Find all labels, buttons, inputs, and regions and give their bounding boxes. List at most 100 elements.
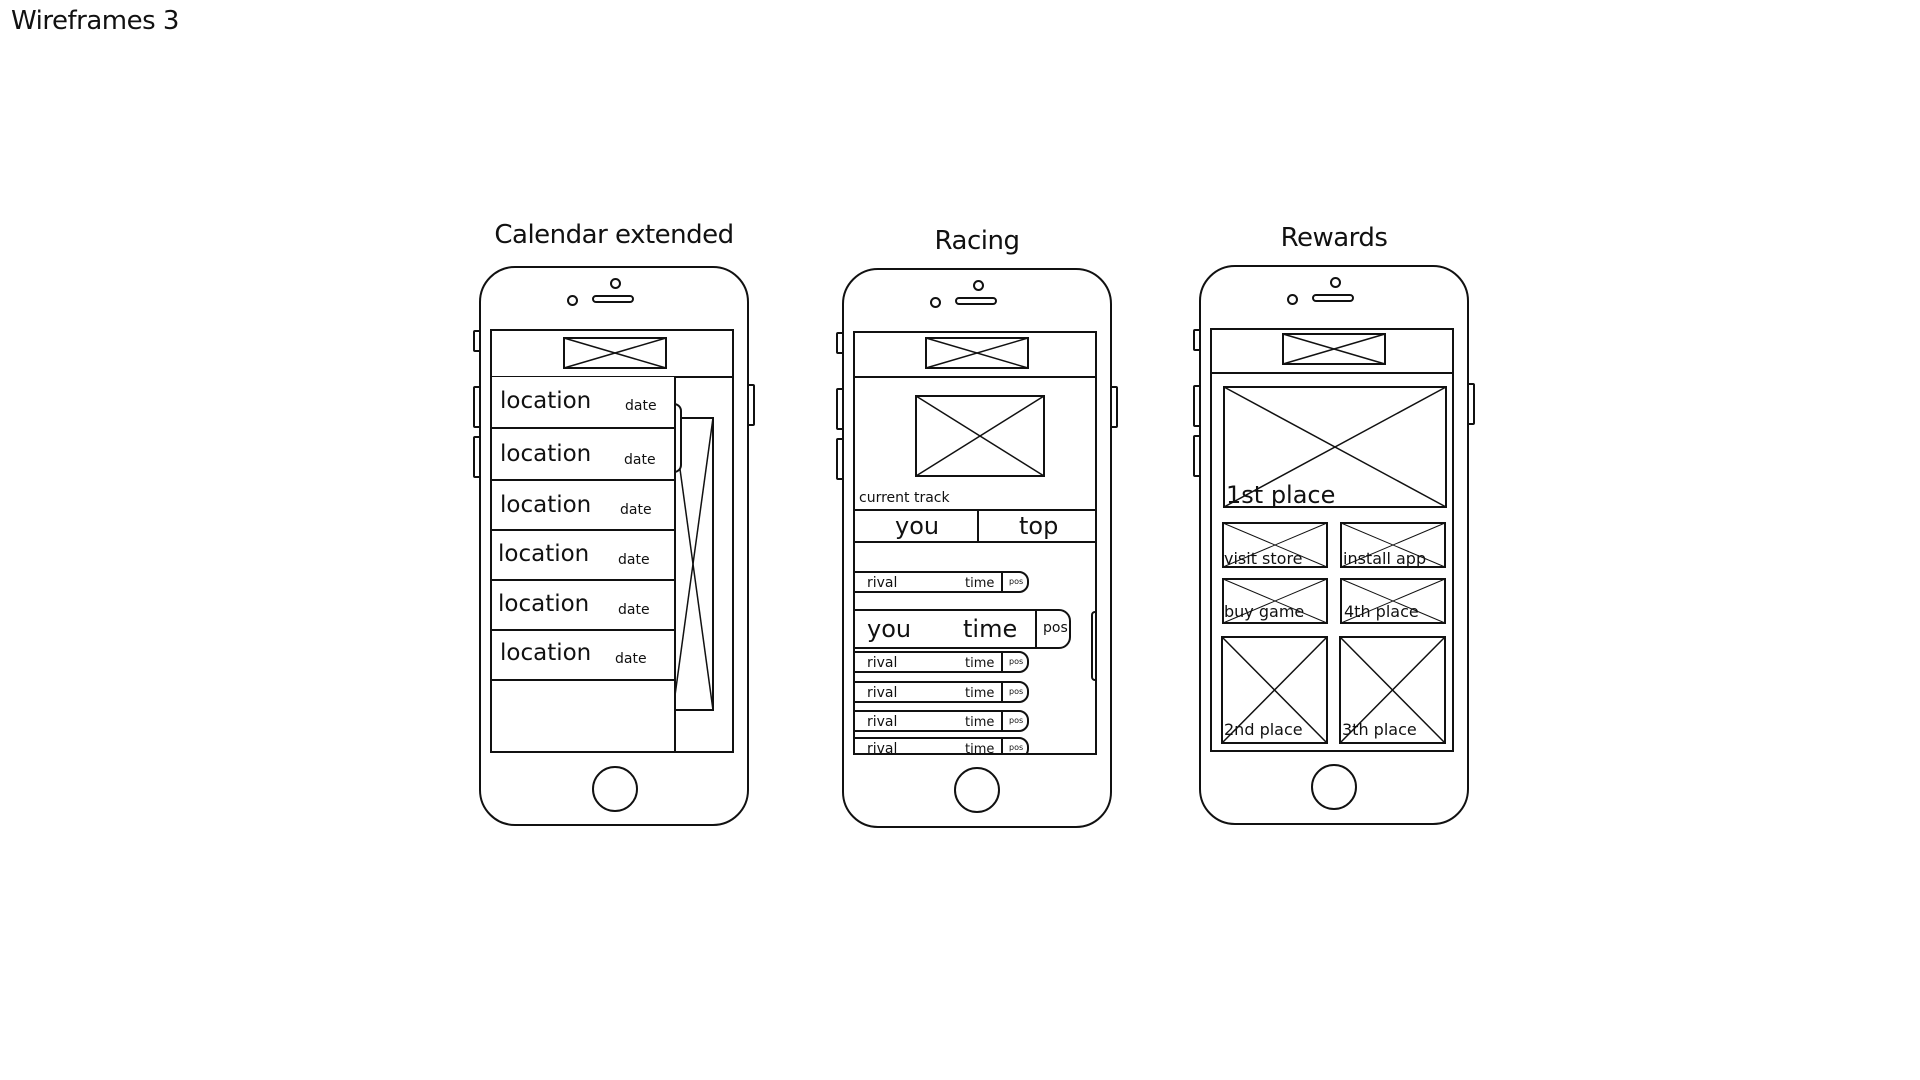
reward-card-3th-place[interactable]: 3th place <box>1339 636 1446 744</box>
front-camera <box>973 280 984 291</box>
header-logo-placeholder <box>563 337 667 369</box>
tab-top-label: top <box>1019 512 1059 540</box>
proximity-sensor <box>1287 294 1298 305</box>
drawer-row[interactable]: location date <box>492 377 674 429</box>
tab-you-label: you <box>895 512 940 540</box>
earpiece-speaker <box>1312 294 1354 302</box>
racer-position: pos <box>1009 743 1024 752</box>
tabs-bottom-divider <box>855 541 1095 543</box>
racer-time: time <box>965 576 995 591</box>
track-image-placeholder <box>915 395 1045 477</box>
leaderboard-row[interactable]: rival time pos <box>855 737 1033 755</box>
leaderboard-row-main: rival time <box>855 710 1003 732</box>
racer-position-badge: pos <box>1001 681 1029 703</box>
racer-position-badge: pos <box>1001 651 1029 673</box>
location-label: location <box>498 591 590 617</box>
date-label: date <box>624 452 656 468</box>
reward-label: 4th place <box>1344 602 1419 621</box>
rewards-screen: 1st place visit store install app buy ga… <box>1210 328 1454 752</box>
home-button[interactable] <box>1311 764 1357 810</box>
home-button[interactable] <box>592 766 638 812</box>
reward-label: visit store <box>1224 549 1303 568</box>
racer-time: time <box>963 615 1018 643</box>
calendar-screen: › location date location date location d… <box>490 329 734 753</box>
racer-time: time <box>965 742 995 755</box>
racer-name: rival <box>867 685 898 701</box>
reward-label: 2nd place <box>1224 720 1303 739</box>
tab-top[interactable]: top <box>979 511 1095 541</box>
earpiece-speaker <box>955 297 997 305</box>
proximity-sensor <box>930 297 941 308</box>
date-label: date <box>615 651 647 667</box>
current-track-label: current track <box>859 490 950 506</box>
location-label: location <box>500 388 592 414</box>
phone-caption-racing: Racing <box>934 226 1020 256</box>
drawer-row[interactable]: location date <box>492 581 674 631</box>
tabs-top-divider <box>855 509 1095 511</box>
leaderboard-row-main: rival time <box>855 571 1003 593</box>
phone-caption-calendar: Calendar extended <box>494 220 734 250</box>
racer-time: time <box>965 656 995 671</box>
racer-position: pos <box>1009 716 1024 725</box>
racer-name: rival <box>867 714 898 730</box>
reward-label: buy game <box>1224 602 1305 621</box>
drawer-row[interactable]: location date <box>492 429 674 481</box>
header-logo-placeholder <box>1282 333 1386 365</box>
leaderboard-row[interactable]: rival time pos <box>855 710 1033 732</box>
reward-card-2nd-place[interactable]: 2nd place <box>1221 636 1328 744</box>
reward-card-buy-game[interactable]: buy game <box>1222 578 1328 624</box>
front-camera <box>610 278 621 289</box>
drawer-row[interactable]: location date <box>492 481 674 531</box>
racer-position-badge: pos <box>1001 737 1029 753</box>
racer-name: rival <box>867 741 898 755</box>
phone-rewards: Rewards 1st place visit store install ap… <box>1193 223 1475 825</box>
leaderboard-row-main: rival time <box>855 651 1003 673</box>
leaderboard-row-main: rival time <box>855 737 1003 755</box>
date-label: date <box>618 602 650 618</box>
drawer-row[interactable]: location date <box>492 531 674 581</box>
reward-card-visit-store[interactable]: visit store <box>1222 522 1328 568</box>
drawer-row[interactable]: location date <box>492 631 674 681</box>
racer-time: time <box>965 686 995 701</box>
location-label: location <box>500 640 592 666</box>
racer-position-badge: pos <box>1035 609 1071 649</box>
page-title: Wireframes 3 <box>11 6 179 36</box>
header-divider <box>1212 372 1452 374</box>
racer-name: rival <box>867 655 898 671</box>
phone-caption-rewards: Rewards <box>1280 223 1388 253</box>
racer-time: time <box>965 715 995 730</box>
reward-label: 3th place <box>1342 720 1417 739</box>
racer-position-badge: pos <box>1001 710 1029 732</box>
reward-label: install app <box>1343 549 1427 568</box>
front-camera <box>1330 277 1341 288</box>
home-button[interactable] <box>954 767 1000 813</box>
tab-you[interactable]: you <box>855 511 977 541</box>
phone-calendar: Calendar extended › location date locati… <box>473 220 755 826</box>
location-label: location <box>500 441 592 467</box>
reward-card-install-app[interactable]: install app <box>1340 522 1446 568</box>
racer-name: rival <box>867 575 898 591</box>
header-logo-placeholder <box>925 337 1029 369</box>
proximity-sensor <box>567 295 578 306</box>
racer-position: pos <box>1043 620 1068 636</box>
location-drawer: location date location date location dat… <box>492 377 676 751</box>
leaderboard-row[interactable]: rival time pos <box>855 681 1033 703</box>
racer-position: pos <box>1009 687 1024 696</box>
earpiece-speaker <box>592 295 634 303</box>
reward-card-4th-place[interactable]: 4th place <box>1340 578 1446 624</box>
racer-position-badge: pos <box>1001 571 1029 593</box>
leaderboard-row-main: rival time <box>855 681 1003 703</box>
reward-card-first[interactable]: 1st place <box>1223 386 1447 508</box>
date-label: date <box>618 552 650 568</box>
scrollbar[interactable] <box>1091 611 1095 681</box>
reward-label: 1st place <box>1226 481 1336 509</box>
tabs-divider <box>977 511 979 541</box>
header-divider <box>855 376 1095 378</box>
